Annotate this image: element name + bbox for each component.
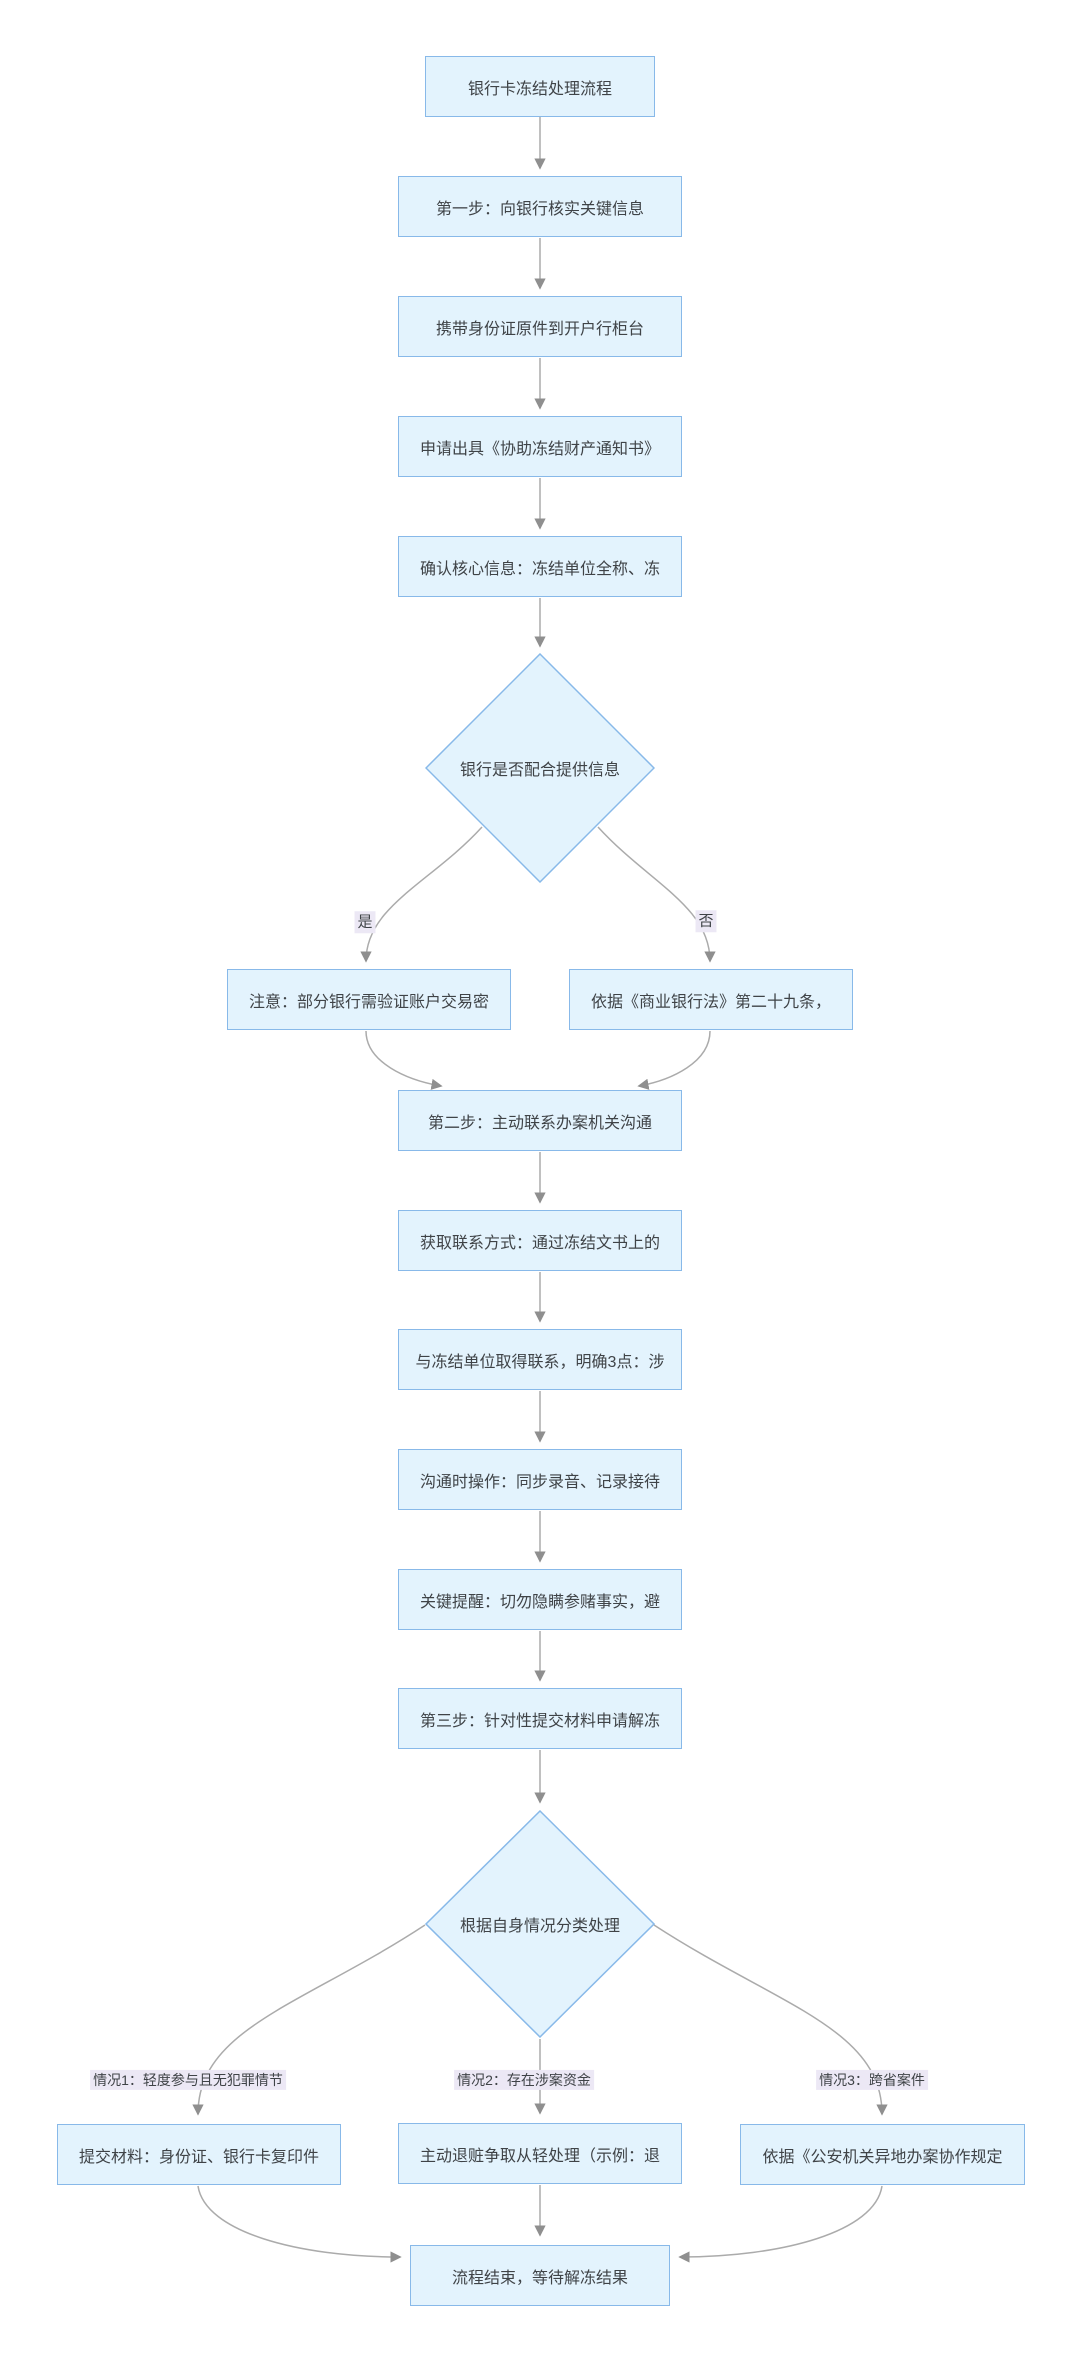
diamond-shape	[425, 653, 655, 883]
diamond-shape	[425, 1810, 655, 2038]
node-decision-classify: 根据自身情况分类处理	[425, 1810, 655, 2038]
node-confirm-core-info: 确认核心信息：冻结单位全称、冻	[398, 536, 682, 597]
edge-case3-end	[678, 2185, 883, 2263]
edge-label-case2: 情况2：存在涉案资金	[454, 2069, 594, 2091]
node-contact-freezing-unit: 与冻结单位取得联系，明确3点：涉	[398, 1329, 682, 1390]
node-apply-notice: 申请出具《协助冻结财产通知书》	[398, 416, 682, 477]
decision-label: 银行是否配合提供信息	[459, 762, 620, 779]
node-note-verify-password: 注意：部分银行需验证账户交易密	[227, 969, 511, 1030]
node-get-contact-info: 获取联系方式：通过冻结文书上的	[398, 1210, 682, 1271]
node-case3-cross-province: 依据《公安机关异地办案协作规定	[740, 2124, 1025, 2185]
node-step3-submit-materials: 第三步：针对性提交材料申请解冻	[398, 1688, 682, 1749]
node-commercial-bank-law: 依据《商业银行法》第二十九条，	[569, 969, 853, 1030]
edge-case1-end	[197, 2185, 402, 2263]
edge-decision1-yes	[360, 826, 483, 963]
edge-decision1-no	[597, 826, 716, 963]
edge-note-step2	[365, 1030, 443, 1090]
edge-label-case3: 情况3：跨省案件	[816, 2069, 928, 2091]
node-record-communication: 沟通时操作：同步录音、记录接待	[398, 1449, 682, 1510]
node-bring-id: 携带身份证原件到开户行柜台	[398, 296, 682, 357]
edge-law-step2	[637, 1030, 711, 1090]
node-key-reminder: 关键提醒：切勿隐瞒参赌事实，避	[398, 1569, 682, 1630]
node-step2-contact-authority: 第二步：主动联系办案机关沟通	[398, 1090, 682, 1151]
decision-label: 根据自身情况分类处理	[459, 1918, 620, 1935]
node-step1-verify-info: 第一步：向银行核实关键信息	[398, 176, 682, 237]
node-start: 银行卡冻结处理流程	[425, 56, 655, 117]
edge-label-case1: 情况1：轻度参与且无犯罪情节	[90, 2069, 286, 2091]
node-decision-bank-cooperate: 银行是否配合提供信息	[425, 653, 655, 883]
edge-label-yes: 是	[354, 911, 376, 933]
node-case2-return-funds: 主动退赃争取从轻处理（示例：退	[398, 2123, 682, 2184]
edge-label-no: 否	[695, 910, 717, 932]
node-case1-submit-copies: 提交材料：身份证、银行卡复印件	[57, 2124, 341, 2185]
node-end: 流程结束，等待解冻结果	[410, 2245, 670, 2306]
